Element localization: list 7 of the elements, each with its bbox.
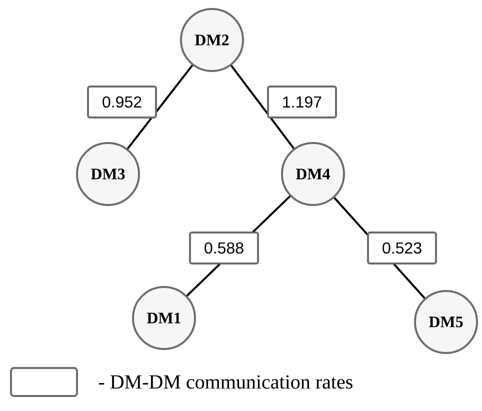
connector-line	[126, 64, 194, 150]
edge-label: 0.523	[367, 231, 437, 264]
edge-label: 1.197	[267, 86, 337, 118]
edge-label: 0.952	[87, 86, 157, 118]
connector-line	[230, 64, 295, 150]
edge-label: 0.588	[189, 231, 259, 264]
legend-text: - DM-DM communication rates	[98, 375, 352, 389]
